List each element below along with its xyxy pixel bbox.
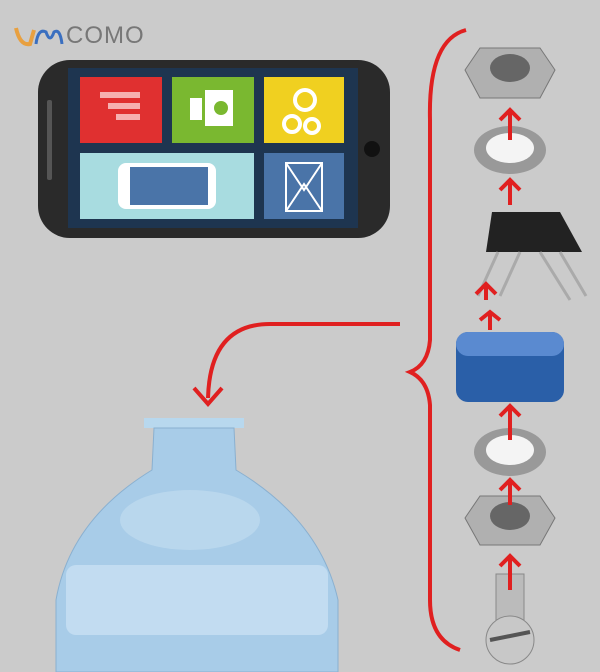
washer-bottom-icon	[474, 428, 546, 476]
hex-nut-bottom-icon	[464, 495, 556, 546]
menu-tile-icon	[80, 77, 162, 143]
phone-tile-icon	[80, 153, 254, 219]
binder-clip-icon	[476, 212, 588, 301]
curved-arrow-icon	[192, 322, 400, 408]
up-arrows	[474, 107, 522, 590]
bottle-cap-icon	[456, 332, 564, 402]
mail-tile-icon	[264, 153, 344, 219]
brace	[404, 28, 467, 652]
logo-text: COMO	[66, 22, 145, 49]
hex-nut-top-icon	[464, 47, 556, 99]
logo-mark-icon	[14, 27, 64, 47]
smartphone	[38, 60, 390, 238]
settings-tile-icon	[264, 77, 344, 143]
camera-tile-icon	[172, 77, 254, 143]
washer-top-icon	[474, 126, 546, 174]
water-bottle-icon	[55, 418, 339, 672]
logo: COMO	[12, 22, 145, 50]
